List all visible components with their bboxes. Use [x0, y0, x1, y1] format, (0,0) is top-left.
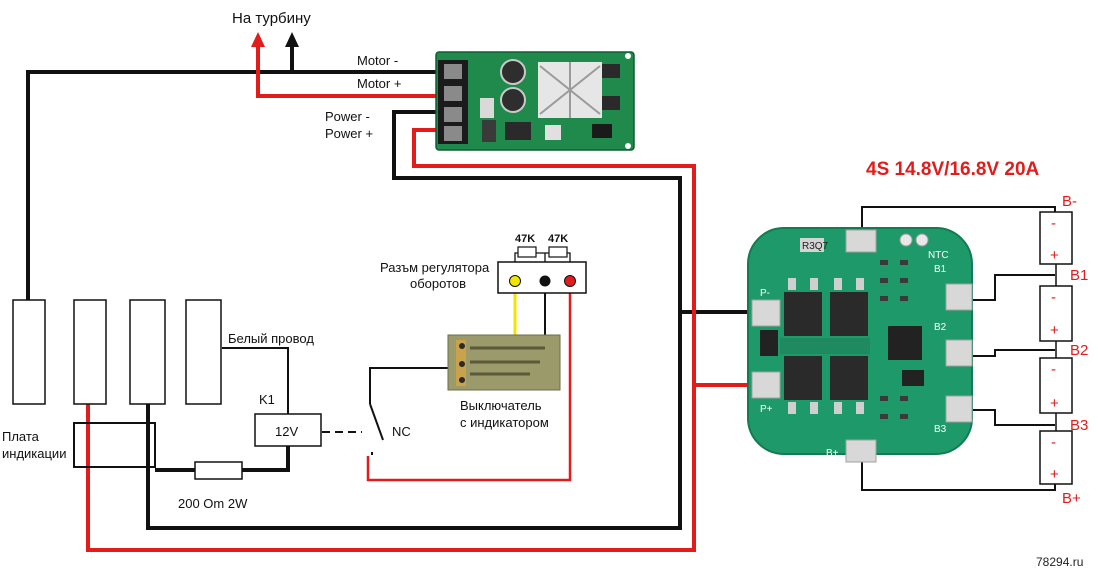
relay-k1-label: K1 [259, 392, 275, 407]
ic-chip [888, 326, 922, 360]
pad-b2 [945, 339, 973, 367]
cell4-minus: - [1051, 434, 1056, 451]
b2-label: B2 [1070, 342, 1088, 359]
cell3-minus: - [1051, 361, 1056, 378]
red-wires [86, 45, 770, 552]
silk-ntc: NTC [928, 250, 949, 261]
pad-b1 [945, 283, 973, 311]
wire-bms-b-minus [861, 206, 1056, 230]
cell1-plus: + [1050, 247, 1059, 264]
resistor-47k [548, 246, 568, 258]
silk-p-minus: P- [760, 288, 770, 299]
pin-black [539, 275, 551, 287]
cell3-plus: + [1050, 395, 1059, 412]
cell2-minus: - [1051, 289, 1056, 306]
thin-red-wires [366, 282, 572, 482]
nc-label: NC [392, 424, 411, 439]
pwm-controller-board [435, 51, 635, 151]
cell4-plus: + [1050, 466, 1059, 483]
cell2-plus: + [1050, 322, 1059, 339]
silk-b1: B1 [934, 264, 947, 275]
power-plus-label: Power + [325, 126, 373, 141]
pad-b3 [945, 395, 973, 423]
resistor-47k [517, 246, 537, 258]
wire-bms-b2 [962, 349, 1055, 357]
wire-motor-minus [26, 70, 440, 300]
wire-white-lead [222, 347, 289, 414]
wire-bms-b1 [962, 274, 1055, 301]
relay-voltage-label: 12V [275, 424, 298, 439]
ic-chip [902, 370, 924, 386]
wire-nc-switch [369, 403, 384, 441]
bms-title: 4S 14.8V/16.8V 20A [866, 159, 1040, 180]
wire-bms-b-plus [861, 460, 1056, 491]
speed-connector-label-2: оборотов [410, 276, 466, 291]
wire-power-minus [146, 110, 682, 530]
power-minus-label: Power - [325, 109, 370, 124]
wire-nc-upper [369, 367, 455, 404]
ntc-sensor [899, 233, 913, 247]
turbine-label: На турбину [232, 10, 311, 27]
thin-black-wires [222, 206, 1056, 491]
indication-board-label-2: индикации [2, 446, 66, 461]
pad-b-plus [845, 439, 877, 463]
arrow-up-icon [251, 32, 265, 47]
cell-block [129, 299, 166, 405]
pad-b-minus [845, 229, 877, 253]
capacitor [500, 59, 526, 85]
wire-motor-plus [256, 45, 440, 98]
motor-minus-label: Motor - [357, 53, 398, 68]
mosfet [784, 356, 822, 400]
resistor-label: 200 Om 2W [178, 496, 248, 511]
silk-b3: B3 [934, 424, 947, 435]
motor-plus-label: Motor + [357, 76, 401, 91]
chip [592, 124, 612, 138]
resistor-200om [194, 461, 243, 480]
switch-label-1: Выключатель [460, 398, 542, 413]
indication-board-label-1: Плата [2, 429, 40, 444]
b1-label: B1 [1070, 267, 1088, 284]
cell-block [12, 299, 46, 405]
silk-b-plus: B+ [826, 448, 839, 459]
silk-b2: B2 [934, 322, 947, 333]
speed-connector [497, 246, 587, 294]
cell1-minus: - [1051, 215, 1056, 232]
pad-p-plus [751, 371, 781, 399]
b-plus-label: B+ [1062, 490, 1081, 507]
relay-k1 [254, 413, 322, 447]
bms-board: P- P+ B+ B1 B2 B3 NTC R3Q7 [747, 227, 973, 463]
r2-label: 47K [548, 233, 568, 245]
switch-label-2: с индикатором [460, 415, 549, 430]
wire-connector-red [366, 282, 572, 482]
pin-yellow [509, 275, 521, 287]
black-wires [26, 45, 780, 530]
b3-label: B3 [1070, 417, 1088, 434]
capacitor [500, 87, 526, 113]
white-wire-label: Белый провод [228, 331, 314, 346]
mosfet [830, 356, 868, 400]
indication-cells [12, 299, 222, 405]
cell-block [185, 299, 222, 405]
switch-photo [447, 334, 561, 391]
silk-p-plus: P+ [760, 404, 773, 415]
wire-bms-b3 [962, 409, 1055, 426]
speed-connector-label-1: Разъм регулятора [380, 260, 490, 275]
r1-label: 47K [515, 233, 535, 245]
mosfet [830, 292, 868, 336]
arrow-up-icon [285, 32, 299, 47]
wire-power-plus [86, 128, 696, 552]
pin-red [564, 275, 576, 287]
b-minus-label: B- [1062, 193, 1077, 210]
pad-p-minus [751, 299, 781, 327]
silk-r: R3Q7 [802, 241, 829, 252]
watermark: 78294.ru [1036, 555, 1083, 569]
wire-resistor-right [242, 446, 290, 472]
battery-cell-1 [1039, 211, 1073, 265]
mosfet [784, 292, 822, 336]
indication-board-frame [73, 422, 156, 468]
cell-block [73, 299, 107, 405]
